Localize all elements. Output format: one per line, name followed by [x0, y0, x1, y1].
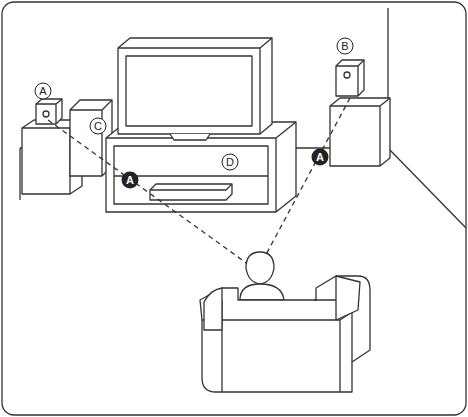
right-driver: [344, 72, 350, 78]
callout-letter: A: [312, 149, 329, 166]
callout-letter: A: [122, 172, 139, 189]
right-speaker-edge: [336, 60, 364, 96]
callout-letter: C: [90, 118, 107, 135]
right-stand: [330, 98, 390, 166]
center-speaker-edge: [150, 184, 232, 190]
callout-letter: D: [222, 154, 239, 171]
tv-stand-shelves: [106, 122, 296, 212]
right-speaker: [336, 60, 364, 96]
wall-left: [19, 148, 20, 200]
tv-edge: [118, 38, 272, 134]
listener-shoulders: [240, 284, 284, 300]
tv: [118, 38, 272, 134]
sofa: [200, 276, 370, 392]
listener-head: [246, 252, 274, 284]
wall-corner: [388, 8, 466, 228]
center-speaker: [150, 184, 232, 200]
distance-line: [48, 120, 256, 270]
tv-foot: [170, 134, 210, 140]
tv-stand: [106, 122, 296, 212]
callout-letter: B: [337, 38, 354, 55]
right-stand-edge: [330, 98, 390, 166]
callout-letter: A: [35, 83, 52, 100]
distance-line: [262, 98, 350, 262]
sofa-arms: [204, 276, 360, 330]
sofa-edge: [202, 300, 352, 392]
left-driver: [43, 111, 49, 117]
tv-screen: [126, 56, 252, 126]
